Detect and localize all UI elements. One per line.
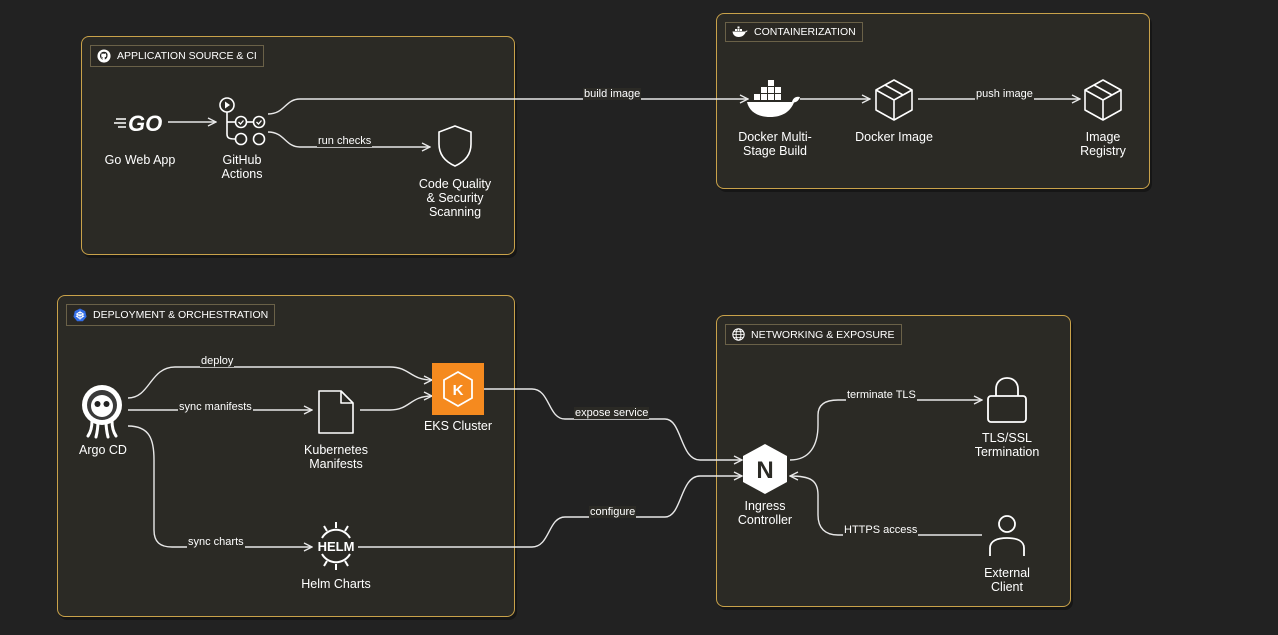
- node-label-eks-cluster: EKS Cluster: [423, 419, 493, 433]
- node-label-docker-image: Docker Image: [855, 130, 933, 144]
- edge-label-run-checks: run checks: [317, 135, 373, 147]
- node-label-github-actions: GitHub Actions: [221, 153, 263, 181]
- edge-label-build-image: build image: [583, 88, 642, 100]
- group-title: DEPLOYMENT & ORCHESTRATION: [93, 309, 269, 321]
- node-label-docker-build: Docker Multi- Stage Build: [738, 130, 812, 158]
- svg-text:GO: GO: [128, 111, 162, 136]
- svg-text:HELM: HELM: [318, 539, 355, 554]
- cube-icon: [1082, 78, 1124, 122]
- edge-label-sync-manifests: sync manifests: [178, 401, 253, 413]
- group-application-source-ci: APPLICATION SOURCE & CI: [81, 36, 515, 255]
- kubernetes-icon: [73, 308, 87, 322]
- group-label-deployment-orchestration: DEPLOYMENT & ORCHESTRATION: [66, 304, 276, 326]
- go-logo-icon: GO: [114, 108, 170, 138]
- argo-octopus-icon: [80, 383, 124, 439]
- node-label-image-registry: Image Registry: [1080, 130, 1126, 158]
- group-title: APPLICATION SOURCE & CI: [117, 50, 257, 62]
- edge-terminate-tls: [789, 400, 982, 461]
- edge-label-push-image: push image: [975, 88, 1034, 100]
- group-label-application-source-ci: APPLICATION SOURCE & CI: [90, 45, 264, 67]
- group-title: CONTAINERIZATION: [754, 26, 856, 38]
- node-label-code-quality: Code Quality & Security Scanning: [418, 177, 492, 219]
- edge-sync-charts: [127, 425, 312, 547]
- group-deployment-orchestration: DEPLOYMENT & ORCHESTRATION: [57, 295, 515, 617]
- edge-manifests-to-eks: [360, 396, 432, 411]
- edge-expose-service: [484, 388, 742, 460]
- node-label-tls-termination: TLS/SSL Termination: [974, 431, 1040, 459]
- shield-icon: [436, 124, 474, 168]
- edge-run-checks: [267, 131, 430, 147]
- node-label-helm-charts: Helm Charts: [301, 577, 371, 591]
- edge-https-access: [790, 476, 982, 536]
- lock-icon: [985, 376, 1029, 424]
- node-label-external-client: External Client: [984, 566, 1030, 594]
- edge-deploy: [127, 366, 432, 399]
- group-label-networking-exposure: NETWORKING & EXPOSURE: [725, 324, 902, 345]
- node-label-kubernetes-manifests: Kubernetes Manifests: [304, 443, 368, 471]
- document-icon: [316, 389, 356, 435]
- docker-whale-icon: [746, 79, 802, 119]
- eks-icon: K: [432, 363, 484, 415]
- group-title: NETWORKING & EXPOSURE: [751, 328, 895, 341]
- edge-configure: [358, 476, 742, 548]
- edge-label-configure: configure: [589, 506, 637, 518]
- node-label-argo-cd: Argo CD: [79, 443, 127, 457]
- node-label-go-web-app: Go Web App: [104, 153, 176, 167]
- group-label-containerization: CONTAINERIZATION: [725, 22, 863, 42]
- edge-label-deploy: deploy: [200, 355, 235, 367]
- edge-label-sync-charts: sync charts: [187, 536, 245, 548]
- github-actions-icon: [215, 96, 269, 148]
- helm-icon: HELM: [310, 520, 362, 572]
- edge-label-https-access: HTTPS access: [843, 524, 919, 536]
- edge-label-expose-service: expose service: [574, 407, 650, 419]
- cube-icon: [873, 78, 915, 122]
- nginx-icon: N: [741, 443, 789, 495]
- user-icon: [987, 514, 1027, 558]
- globe-icon: [732, 328, 745, 341]
- github-icon: [97, 49, 111, 63]
- edge-build-image: [267, 99, 748, 115]
- docker-icon: [732, 26, 748, 37]
- svg-text:K: K: [453, 382, 464, 399]
- svg-text:N: N: [756, 457, 773, 484]
- edge-label-terminate-tls: terminate TLS: [846, 389, 917, 401]
- node-label-ingress-controller: Ingress Controller: [737, 499, 793, 527]
